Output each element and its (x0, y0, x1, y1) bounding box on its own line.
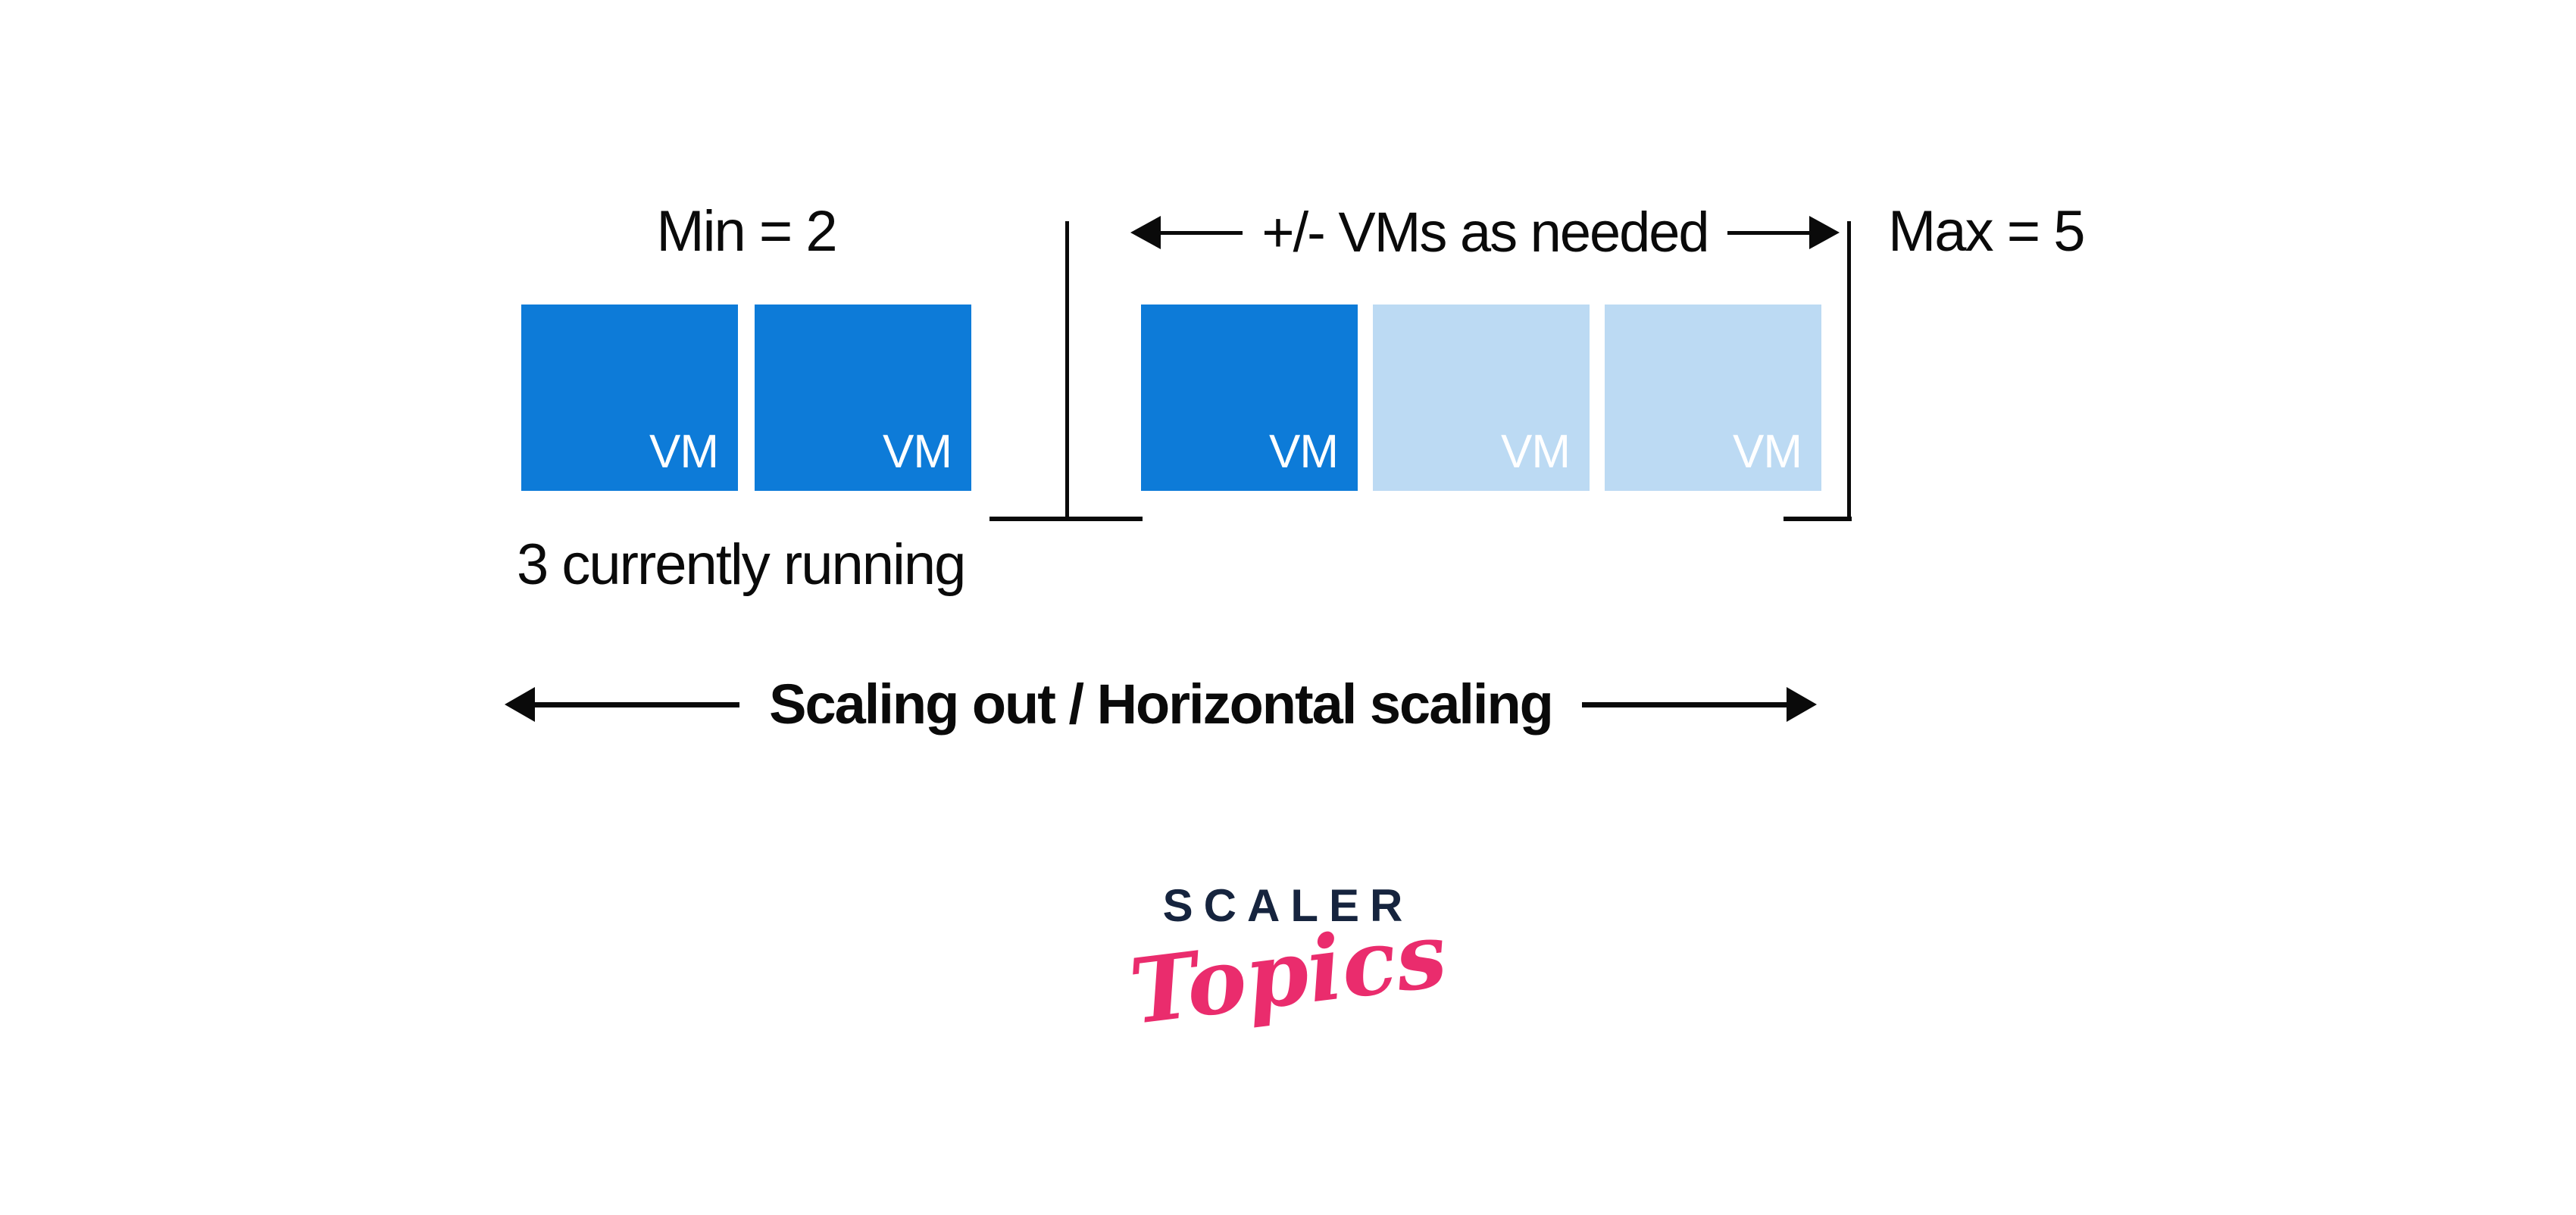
adjust-annotation: +/- VMs as needed (1130, 198, 1840, 267)
vm-box-running-1: VM (521, 305, 738, 491)
left-divider-vertical-line (1065, 221, 1069, 518)
scaler-topics-logo: SCALER Topics (1099, 880, 1477, 1045)
arrow-shaft (1727, 230, 1809, 235)
vm-box-label: VM (1733, 426, 1802, 478)
scaling-annotation: Scaling out / Horizontal scaling (505, 676, 1817, 732)
vm-box-label: VM (883, 426, 952, 478)
vm-box-potential-1: VM (1373, 305, 1590, 491)
vm-box-label: VM (1269, 426, 1339, 478)
vm-box-running-3: VM (1141, 305, 1358, 491)
right-arrow-icon (1727, 216, 1840, 249)
logo-brand-text: SCALER (1162, 880, 1414, 931)
arrowhead-right-icon (1809, 216, 1840, 249)
left-divider-foot-line (989, 517, 1143, 521)
vm-box-label: VM (1501, 426, 1571, 478)
arrow-shaft (1581, 701, 1787, 707)
vm-box-running-2: VM (755, 305, 971, 491)
max-label: Max = 5 (1888, 199, 2085, 264)
min-label: Min = 2 (656, 199, 837, 264)
arrow-shaft (535, 701, 739, 707)
left-arrow-icon (505, 687, 739, 722)
arrowhead-left-icon (1130, 216, 1161, 249)
arrowhead-left-icon (505, 687, 535, 722)
running-count-label: 3 currently running (517, 533, 966, 597)
arrow-shaft (1161, 230, 1243, 235)
adjust-label: +/- VMs as needed (1261, 201, 1709, 264)
left-arrow-icon (1130, 216, 1243, 249)
right-bracket-vertical-line (1847, 221, 1851, 518)
vm-box-label: VM (649, 426, 719, 478)
vm-box-potential-2: VM (1605, 305, 1821, 491)
scaling-label: Scaling out / Horizontal scaling (769, 673, 1554, 736)
right-bracket-foot-line (1784, 517, 1852, 521)
arrowhead-right-icon (1786, 687, 1817, 722)
right-arrow-icon (1581, 687, 1817, 722)
